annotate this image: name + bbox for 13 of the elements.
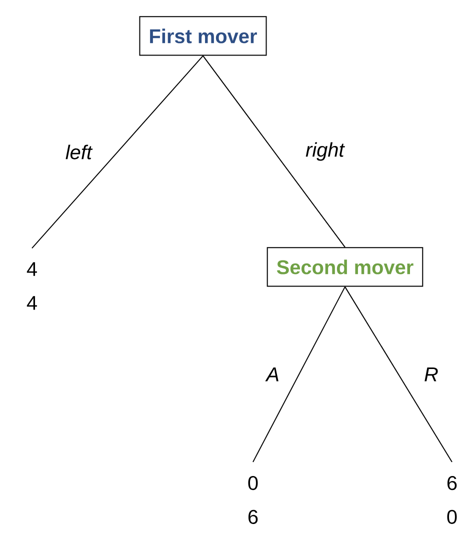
edge-label: left xyxy=(66,144,93,160)
edge-label: R xyxy=(424,368,438,382)
player-box: Second mover xyxy=(266,247,424,287)
payoff-text: 0 6 xyxy=(248,476,258,524)
branch-line xyxy=(344,286,452,462)
player-box: First mover xyxy=(139,16,267,56)
branch-line xyxy=(202,55,346,248)
branch-line xyxy=(32,55,204,249)
payoff-text: 6 0 xyxy=(447,476,457,524)
payoff-text: 4 4 xyxy=(26,262,37,310)
edge-label: right xyxy=(306,142,345,161)
branch-line xyxy=(252,286,346,462)
edge-label: A xyxy=(265,368,278,382)
